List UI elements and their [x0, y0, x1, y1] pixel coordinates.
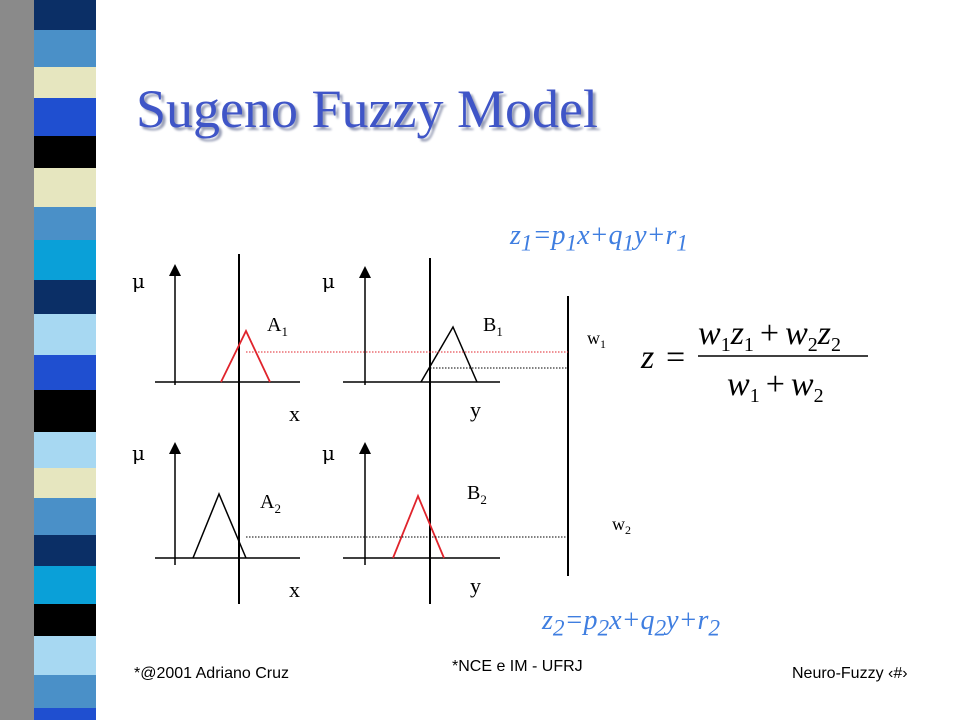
stripe-blocks: [34, 0, 96, 720]
stripe-block: [34, 708, 96, 720]
eq2-eq: =p: [564, 605, 598, 636]
eq1-y: y+r: [634, 220, 677, 251]
eq2-y: y+r: [666, 605, 709, 636]
stripe-block: [34, 498, 96, 535]
plot-a1: [155, 264, 300, 385]
x-label-bottom: x: [289, 577, 300, 602]
formula-equals: =: [666, 339, 685, 376]
plot-a2: [155, 442, 300, 565]
eq1-x: x+q: [577, 220, 623, 251]
label-w1: w1: [587, 328, 606, 351]
stripe-block: [34, 468, 96, 498]
stripe-block: [34, 604, 96, 636]
stripe-block: [34, 168, 96, 207]
mf-b1-triangle: [420, 325, 478, 383]
plot-b1: [343, 266, 500, 385]
footer-institution: *NCE e IM - UFRJ: [452, 658, 583, 675]
footer-copyright: *@2001 Adriano Cruz: [134, 665, 289, 682]
weighted-average-formula: z = w1z1+w2z2 w1+w2: [640, 315, 868, 407]
formula-lhs: z: [640, 339, 654, 376]
mu-label-a1: μ: [132, 269, 145, 293]
stripe-block: [34, 30, 96, 67]
stripe-block: [34, 355, 96, 390]
eq1-eq: =p: [532, 220, 566, 251]
stripe-shadow: [0, 0, 36, 720]
footer-page-label: Neuro-Fuzzy ‹#›: [792, 665, 908, 682]
eq2-x: x+q: [609, 605, 655, 636]
mf-a1-triangle: [220, 328, 271, 383]
mu-label-a2: μ: [132, 441, 145, 465]
stripe-block: [34, 636, 96, 675]
stripe-block: [34, 390, 96, 432]
stripe-block: [34, 136, 96, 168]
plot-b2: [343, 442, 500, 565]
eq2-sub4: 2: [708, 615, 721, 642]
stripe-block: [34, 280, 96, 314]
eq1-z: z: [510, 220, 521, 251]
stripe-block: [34, 67, 96, 98]
stripe-block: [34, 314, 96, 355]
eq1-sub1: 1: [520, 230, 533, 257]
stripe-block: [34, 207, 96, 240]
y-label-bottom: y: [470, 573, 481, 598]
eq1-sub4: 1: [676, 230, 689, 257]
y-label-top: y: [470, 397, 481, 422]
formula-denominator: w1+w2: [727, 366, 824, 407]
mu-label-b2: μ: [322, 441, 335, 465]
eq2-sub3: 2: [654, 615, 667, 642]
rule1-output-equation: z1=p1x+q1y+r1: [510, 220, 688, 258]
decorative-stripe-bar: [0, 0, 96, 720]
stripe-block: [34, 0, 96, 30]
eq1-sub2: 1: [565, 230, 578, 257]
formula-numerator: w1z1+w2z2: [698, 315, 841, 356]
label-a1: A1: [267, 314, 288, 339]
eq2-sub2: 2: [597, 615, 610, 642]
x-label-top: x: [289, 401, 300, 426]
label-w2: w2: [612, 514, 631, 537]
stripe-block: [34, 240, 96, 280]
stripe-block: [34, 566, 96, 604]
slide-title: Sugeno Fuzzy Model: [136, 79, 598, 139]
mu-label-b1: μ: [322, 269, 335, 293]
eq2-sub1: 2: [552, 615, 565, 642]
eq1-sub3: 1: [622, 230, 635, 257]
mf-b2-triangle: [392, 493, 445, 559]
eq2-z: z: [542, 605, 553, 636]
stripe-block: [34, 675, 96, 708]
stripe-block: [34, 98, 96, 136]
label-b2: B2: [467, 482, 487, 507]
label-b1: B1: [483, 314, 503, 339]
stripe-block: [34, 432, 96, 468]
mf-a2-triangle: [192, 492, 247, 559]
rule2-output-equation: z2=p2x+q2y+r2: [542, 605, 720, 643]
label-a2: A2: [260, 491, 281, 516]
stripe-block: [34, 535, 96, 566]
